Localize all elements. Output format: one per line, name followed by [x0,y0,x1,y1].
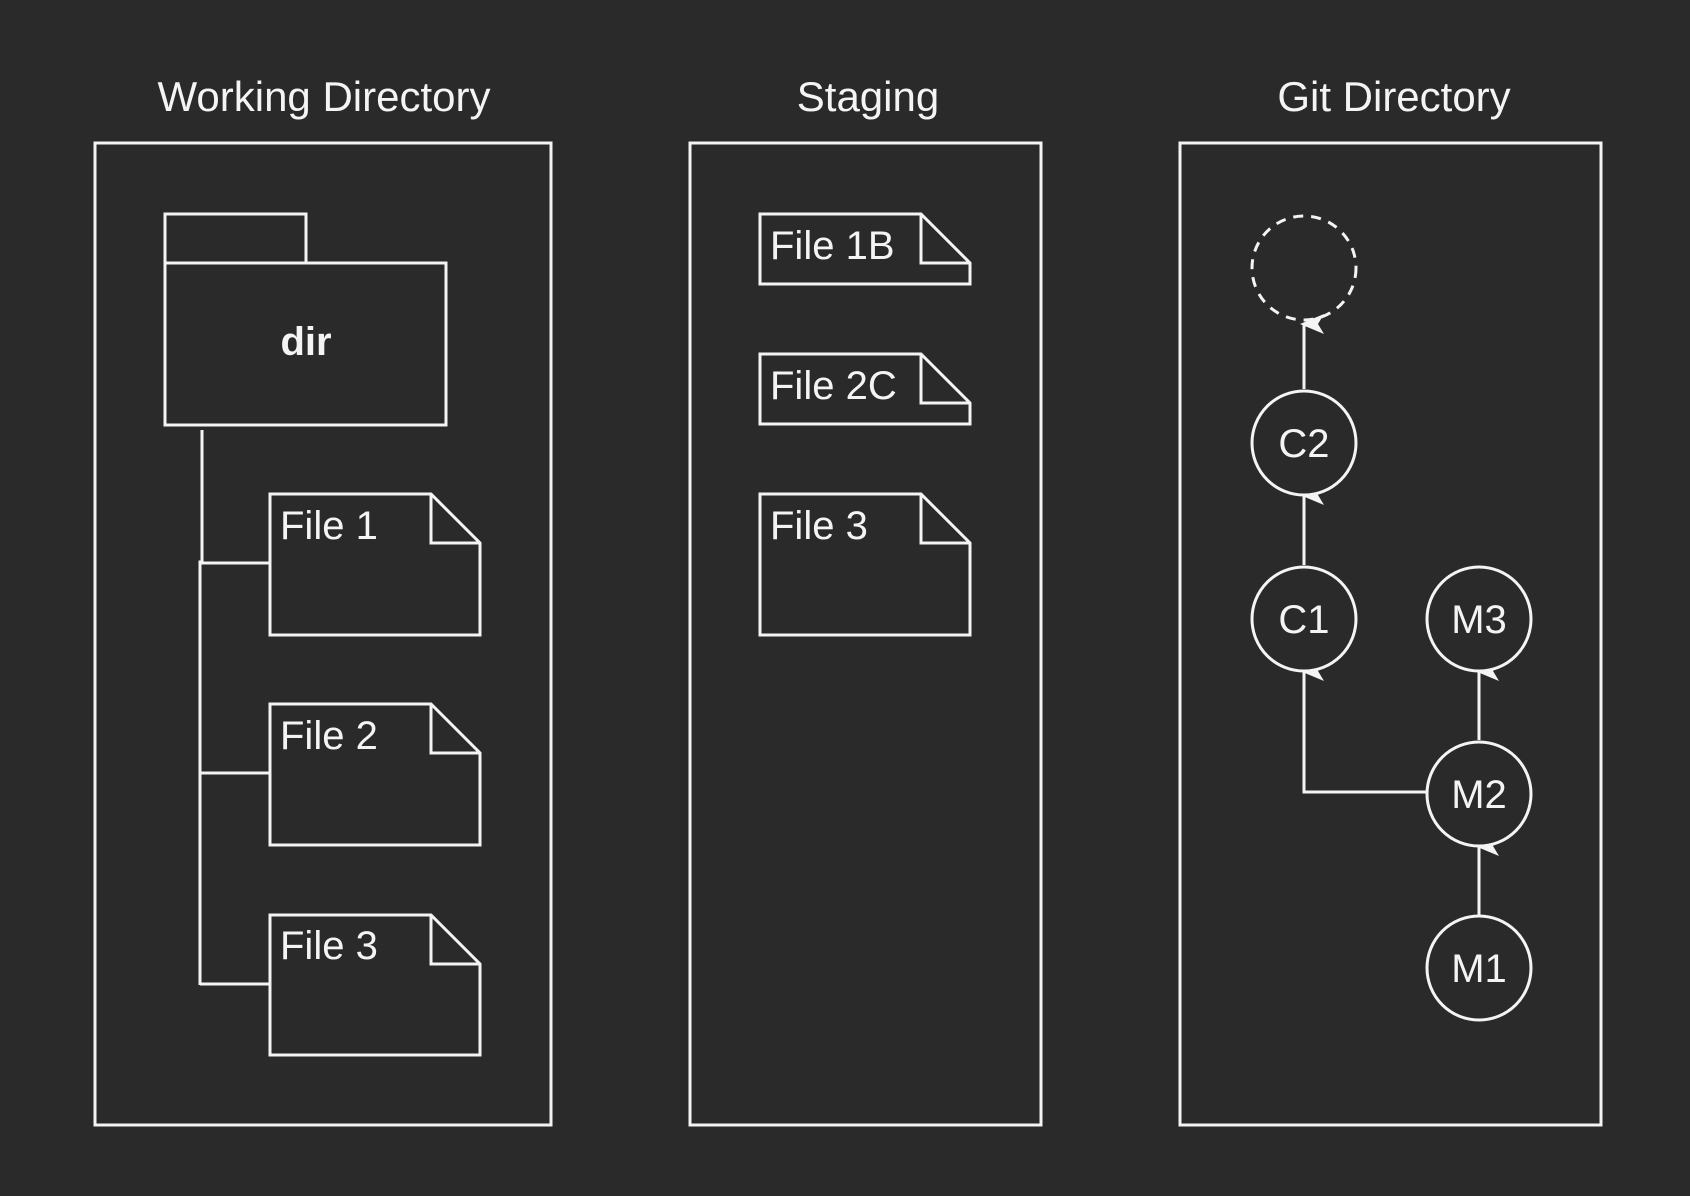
file-icon: File 1B [758,212,972,286]
commit-label: M1 [1451,947,1507,991]
git-directory-panel: Git Directory C2 C1 M3 M2 M1 [1178,73,1603,1127]
staging-title: Staging [797,73,939,120]
folder-icon: dir [163,212,448,427]
git-directory-frame [1178,141,1603,1127]
file-icon: File 2C [758,352,972,426]
tree-connector [198,430,204,985]
file-icon: File 1 [268,492,482,637]
commit-node: M3 [1425,565,1533,673]
commit-label: C2 [1278,422,1329,466]
file-icon: File 3 [268,913,482,1057]
commit-label: C1 [1278,598,1329,642]
file-icon: File 2 [268,702,482,847]
commit-label: M2 [1451,773,1507,817]
working-directory-title: Working Directory [158,73,491,120]
file-label: File 1B [770,224,895,268]
file-label: File 2 [280,714,378,758]
commit-node: M2 [1425,740,1533,848]
commit-node: M1 [1425,914,1533,1022]
staging-frame [688,141,1043,1127]
pending-commit-node [1250,214,1358,322]
commit-label: M3 [1451,598,1507,642]
working-directory-panel: Working Directory dir File 1 File 2 File… [93,73,553,1127]
edge-m2-to-c1 [1300,661,1427,794]
staging-panel: Staging File 1B File 2C File 3 [688,73,1043,1127]
file-label: File 3 [280,924,378,968]
folder-label: dir [280,320,331,364]
working-directory-frame [93,141,553,1127]
file-label: File 2C [770,364,897,408]
file-icon: File 3 [758,492,972,637]
git-directory-title: Git Directory [1277,73,1510,120]
commit-node: C2 [1250,389,1358,497]
commit-node: C1 [1250,565,1358,673]
file-label: File 3 [770,504,868,548]
file-label: File 1 [280,504,378,548]
